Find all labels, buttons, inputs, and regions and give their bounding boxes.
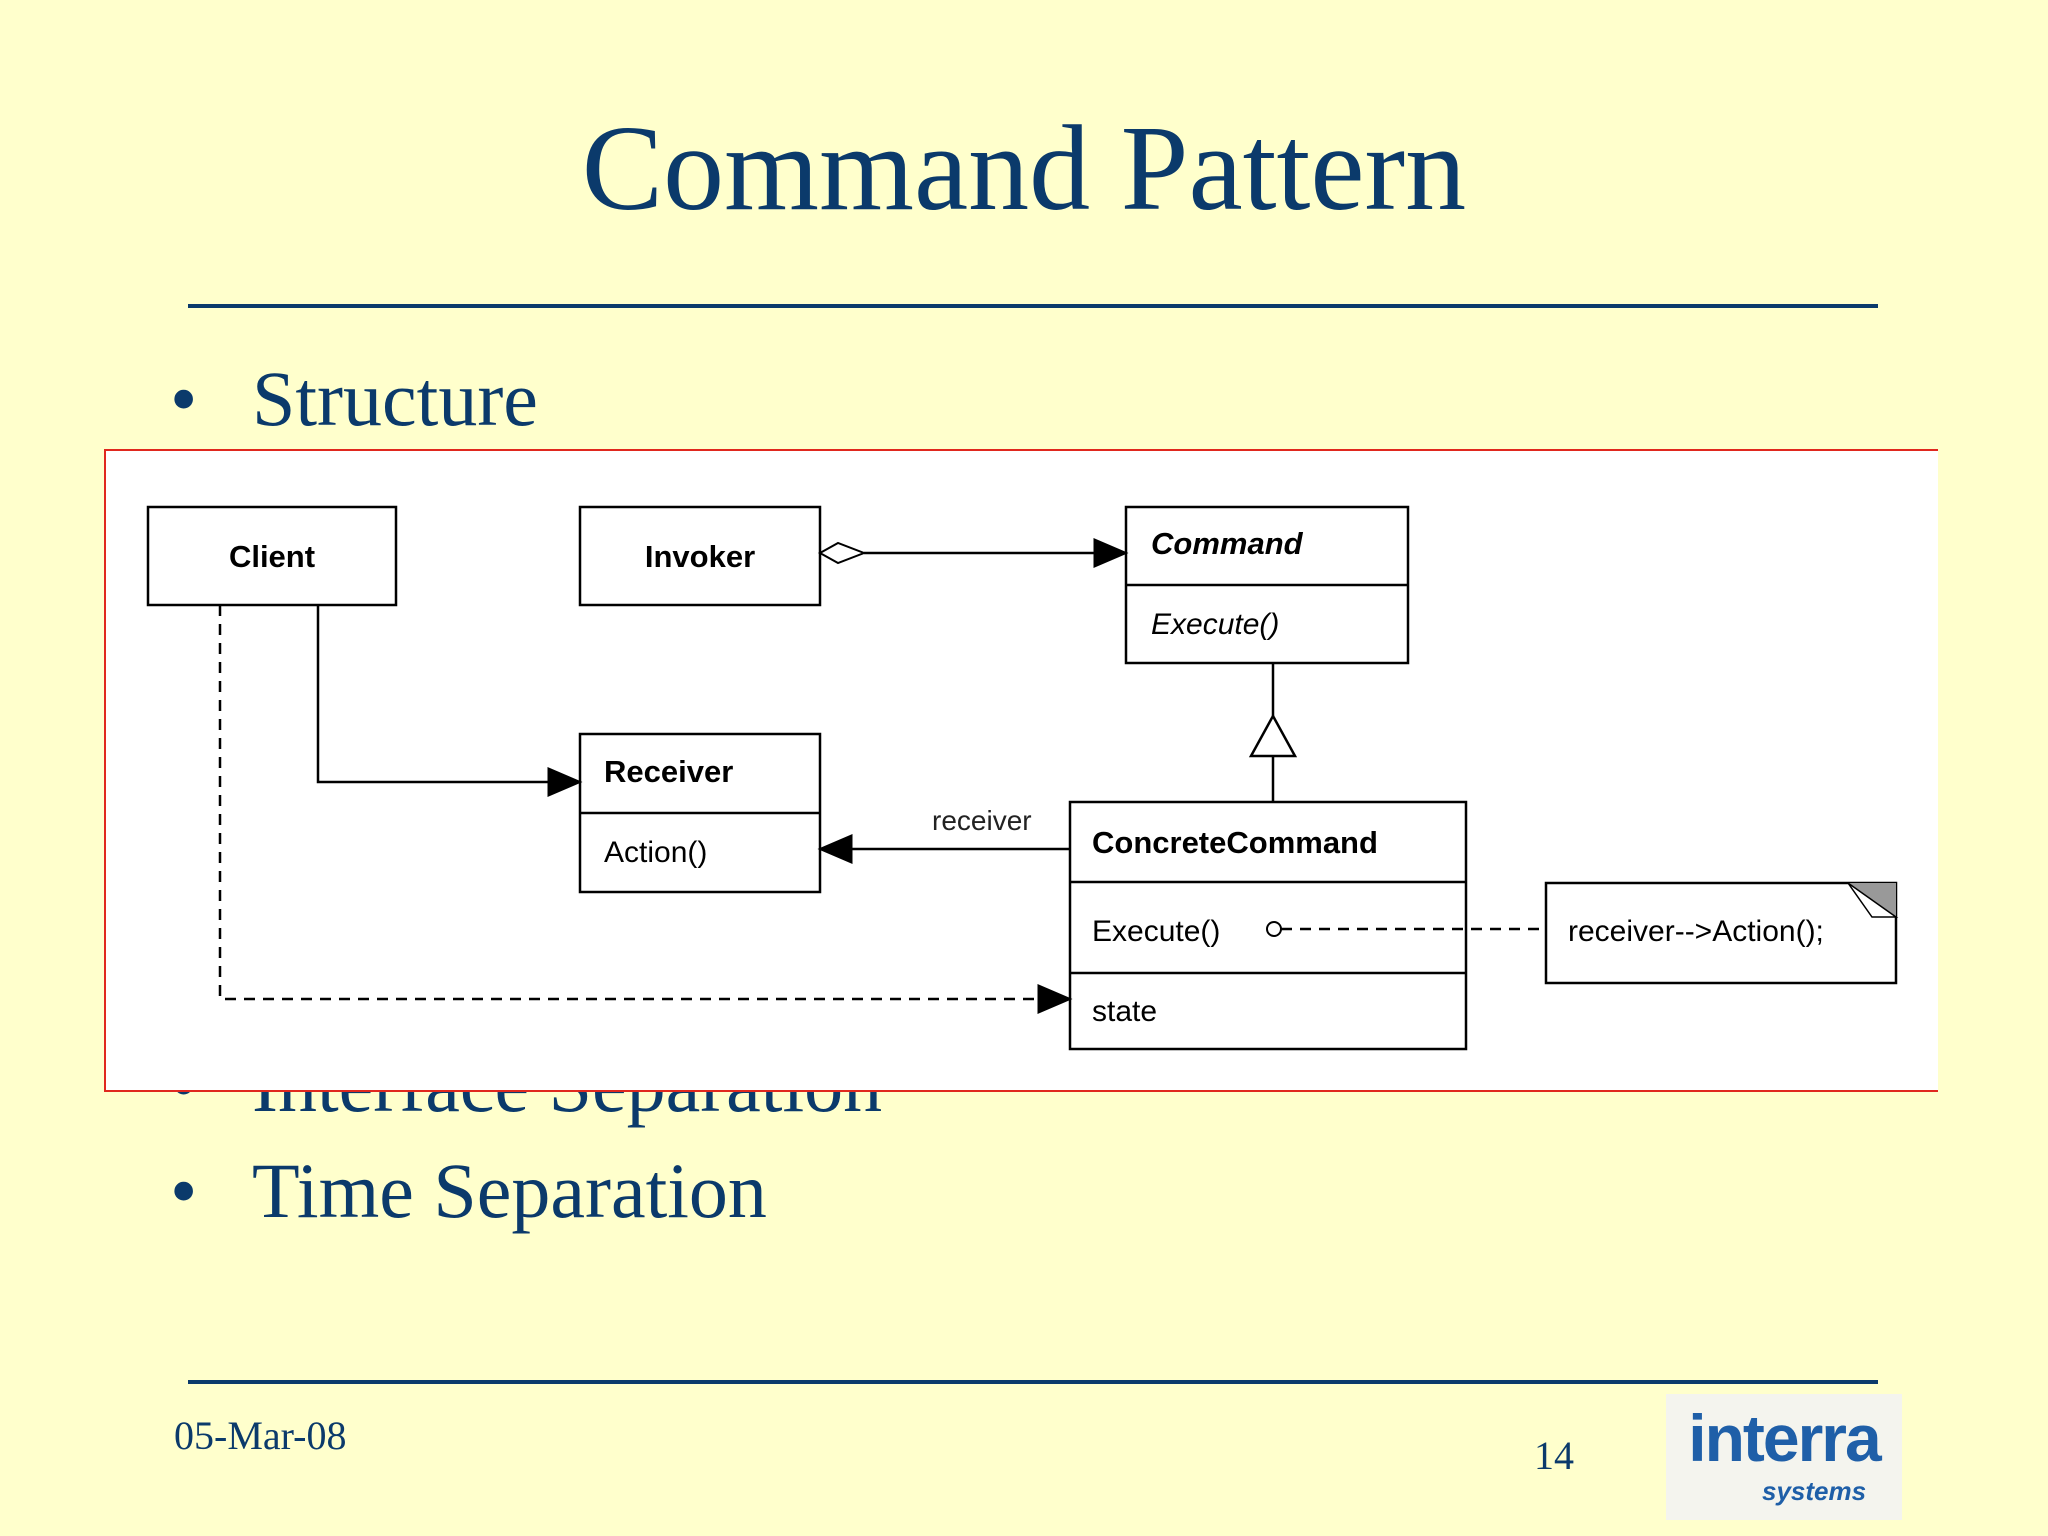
logo-sub-text: systems — [1762, 1476, 1867, 1506]
slide-title: Command Pattern — [581, 101, 1467, 236]
footer-divider — [188, 1380, 1878, 1384]
invoker-command-aggregation — [817, 538, 1129, 568]
page-number: 14 — [1534, 1433, 1574, 1478]
logo-main-text: interra — [1688, 1401, 1881, 1475]
client-receiver-association — [316, 605, 583, 797]
receiver-operation: Action() — [604, 836, 707, 869]
bullet-label: Time Separation — [252, 1147, 767, 1234]
bullet-dot: • — [170, 1147, 198, 1234]
footer-date: 05-Mar-08 — [174, 1413, 347, 1458]
receiver-role-label: receiver — [932, 805, 1032, 836]
client-class: Client — [146, 505, 398, 607]
note-box: receiver-->Action(); — [1544, 881, 1899, 985]
receiver-class: Receiver Action() — [578, 732, 822, 894]
invoker-class: Invoker — [578, 505, 822, 607]
bullet-dot: • — [170, 355, 198, 442]
invoker-label: Invoker — [645, 539, 755, 574]
bullet-time-separation: •Time Separation — [170, 1152, 767, 1230]
receiver-label: Receiver — [604, 754, 733, 789]
title-divider — [188, 304, 1878, 308]
uml-diagram: Client Invoker Command Execute() Receive… — [104, 449, 1938, 1092]
generalization-arrow — [1248, 663, 1298, 802]
uml-diagram-svg: Client Invoker Command Execute() Receive… — [146, 505, 1899, 1051]
concrete-command-label: ConcreteCommand — [1092, 825, 1378, 860]
bullet-label: Structure — [252, 355, 538, 442]
command-operation: Execute() — [1151, 608, 1279, 641]
client-label: Client — [229, 539, 315, 574]
note-link — [1266, 921, 1546, 937]
note-text: receiver-->Action(); — [1568, 915, 1824, 948]
bullet-structure: •Structure — [170, 360, 538, 438]
command-label: Command — [1151, 526, 1304, 561]
client-creates-concrete-command — [218, 605, 1073, 1014]
command-class: Command Execute() — [1124, 505, 1410, 665]
interra-logo: interra systems — [1666, 1394, 1902, 1520]
concrete-command-attribute: state — [1092, 995, 1157, 1028]
concrete-command-operation: Execute() — [1092, 915, 1220, 948]
